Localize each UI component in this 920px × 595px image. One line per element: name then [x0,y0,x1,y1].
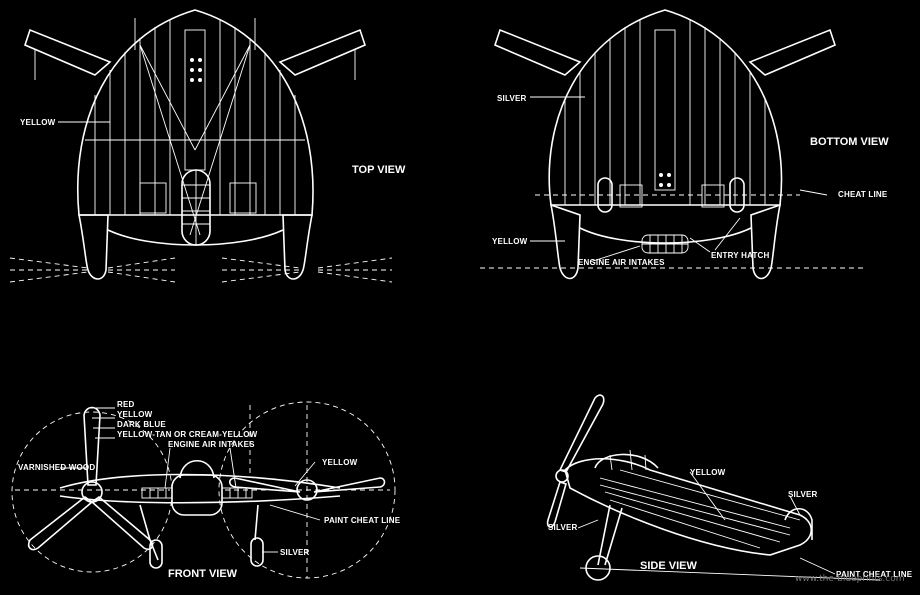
front-varnished-wood-label: VARNISHED WOOD [18,463,96,472]
side-silver-tail-label: SILVER [788,490,818,499]
side-silver-gear-label: SILVER [548,523,578,532]
front-paint-cheat-line-label: PAINT CHEAT LINE [324,516,401,525]
bottom-view-title: BOTTOM VIEW [810,136,889,148]
bottom-view-drawing [480,9,865,280]
front-yellow-label: YELLOW [322,458,358,467]
top-view-title: TOP VIEW [352,164,406,176]
side-paint-cheat-line-label: PAINT CHEAT LINE [836,570,913,579]
bottom-cheat-line-label: CHEAT LINE [838,190,888,199]
front-engine-air-intakes-label: ENGINE AIR INTAKES [168,440,255,449]
bottom-silver-label: SILVER [497,94,527,103]
top-view-drawing [9,9,393,283]
front-red-label: RED [117,400,135,409]
side-yellow-label: YELLOW [690,468,726,477]
front-view-title: FRONT VIEW [168,568,238,580]
front-dark-blue-label: DARK BLUE [117,420,166,429]
side-view-title: SIDE VIEW [640,560,697,572]
front-yellow-tip-label: YELLOW [117,410,153,419]
front-silver-label: SILVER [280,548,310,557]
bottom-engine-air-intakes-label: ENGINE AIR INTAKES [578,258,665,267]
front-yellow-tan-label: YELLOW-TAN OR CREAM-YELLOW [117,430,258,439]
watermark: www.the-blueprints.com [795,574,905,584]
side-view-drawing [546,394,881,581]
front-view-drawing [11,401,396,579]
top-yellow-label: YELLOW [20,118,56,127]
bottom-entry-hatch-label: ENTRY HATCH [711,251,770,260]
bottom-yellow-label: YELLOW [492,237,528,246]
